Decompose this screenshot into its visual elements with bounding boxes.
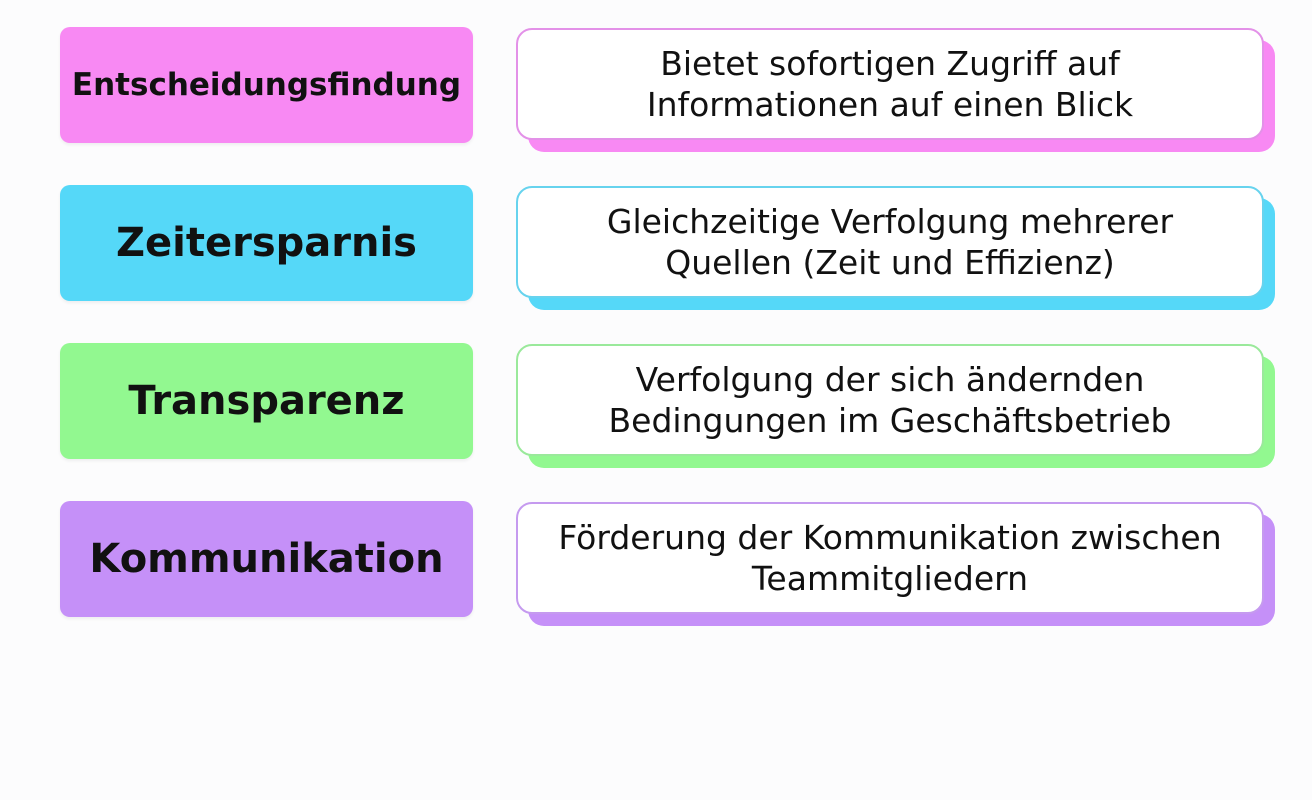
benefit-label: Kommunikation bbox=[89, 536, 444, 582]
description-line-2: Informationen auf einen Blick bbox=[646, 85, 1134, 124]
benefit-label: Entscheidungsfindung bbox=[71, 67, 462, 103]
benefit-label-box: Kommunikation bbox=[60, 501, 473, 617]
benefit-label: Zeitersparnis bbox=[116, 220, 417, 266]
benefit-row-communication: Kommunikation Förderung der Kommunikatio… bbox=[0, 501, 1312, 631]
description-line-2: Teammitgliedern bbox=[751, 559, 1029, 598]
description-line-2: Bedingungen im Geschäftsbetrieb bbox=[608, 401, 1172, 440]
benefit-description-box: Verfolgung der sich ändernden Bedingunge… bbox=[516, 344, 1264, 456]
benefit-description-box: Förderung der Kommunikation zwischen Tea… bbox=[516, 502, 1264, 614]
benefit-label-box: Entscheidungsfindung bbox=[60, 27, 473, 143]
benefit-label: Transparenz bbox=[128, 378, 405, 424]
benefit-row-decision-making: Entscheidungsfindung Bietet sofortigen Z… bbox=[0, 27, 1312, 157]
benefit-row-transparency: Transparenz Verfolgung der sich ändernde… bbox=[0, 343, 1312, 473]
benefit-label-box: Transparenz bbox=[60, 343, 473, 459]
benefit-description-box: Bietet sofortigen Zugriff auf Informatio… bbox=[516, 28, 1264, 140]
benefit-row-time-saving: Zeitersparnis Gleichzeitige Verfolgung m… bbox=[0, 185, 1312, 315]
benefit-label-box: Zeitersparnis bbox=[60, 185, 473, 301]
benefit-description-box: Gleichzeitige Verfolgung mehrerer Quelle… bbox=[516, 186, 1264, 298]
description-line-2: Quellen (Zeit und Effizienz) bbox=[665, 243, 1115, 282]
description-line-1: Bietet sofortigen Zugriff auf bbox=[660, 44, 1120, 83]
description-line-1: Förderung der Kommunikation zwischen bbox=[558, 518, 1222, 557]
description-line-1: Gleichzeitige Verfolgung mehrerer bbox=[606, 202, 1174, 241]
description-line-1: Verfolgung der sich ändernden bbox=[635, 360, 1145, 399]
